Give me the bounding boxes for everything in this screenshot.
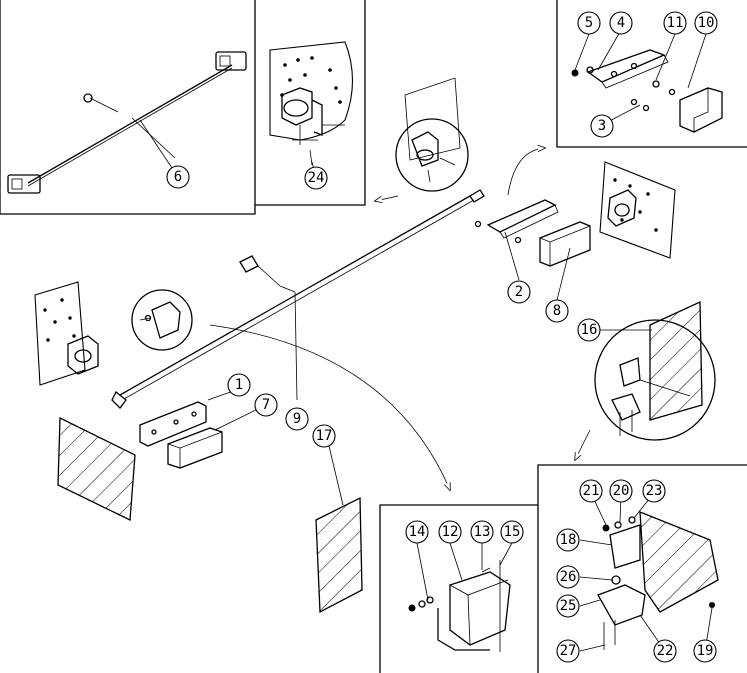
callout-16: 16 [577, 318, 601, 342]
taillight-detail-panel [556, 0, 747, 148]
callout-label: 16 [581, 322, 598, 338]
callout-label: 8 [553, 303, 561, 319]
callout-20: 20 [609, 479, 633, 503]
callout-6: 6 [166, 165, 190, 189]
callout-17: 17 [312, 424, 336, 448]
callout-label: 19 [697, 643, 714, 659]
callout-label: 11 [667, 15, 684, 31]
callout-label: 14 [409, 524, 426, 540]
callout-label: 25 [560, 598, 577, 614]
main-harness [111, 189, 485, 409]
small-magnify-circle [131, 289, 193, 351]
callout-13: 13 [470, 520, 494, 544]
callout-14: 14 [405, 520, 429, 544]
callout-3: 3 [590, 114, 614, 138]
callout-5: 5 [577, 11, 601, 35]
callout-label: 10 [698, 15, 715, 31]
callout-label: 21 [583, 483, 600, 499]
callout-18: 18 [556, 528, 580, 552]
mount-detail-panel [537, 464, 747, 673]
callout-label: 7 [262, 397, 270, 413]
callout-label: 2 [515, 284, 523, 300]
callout-label: 27 [560, 643, 577, 659]
callout-label: 12 [442, 524, 459, 540]
callout-7: 7 [254, 393, 278, 417]
left-mounting-plate [34, 281, 99, 386]
callout-label: 6 [174, 169, 182, 185]
leader-lines [139, 29, 713, 652]
bracket-magnify-circle [395, 77, 469, 192]
callout-26: 26 [556, 565, 580, 589]
callout-21: 21 [579, 479, 603, 503]
callout-23: 23 [642, 479, 666, 503]
callout-24: 24 [304, 166, 328, 190]
callout-label: 1 [235, 377, 243, 393]
left-hatched-reflector [57, 416, 136, 522]
left-bracket-part [139, 401, 207, 447]
callout-label: 24 [308, 170, 325, 186]
callout-2: 2 [507, 280, 531, 304]
callout-19: 19 [693, 639, 717, 663]
callouts: 1 2 3 4 5 6 7 8 9 10 11 12 13 14 15 16 1… [166, 11, 718, 663]
left-taillight-part [167, 427, 223, 469]
harness-detail-panel [0, 0, 366, 215]
callout-15: 15 [500, 520, 524, 544]
right-bracket-part [474, 199, 591, 267]
callout-8: 8 [545, 299, 569, 323]
callout-label: 22 [657, 643, 674, 659]
callout-25: 25 [556, 594, 580, 618]
callout-label: 20 [613, 483, 630, 499]
callout-27: 27 [556, 639, 580, 663]
right-magnify-circle [594, 300, 716, 441]
callout-label: 18 [560, 532, 577, 548]
bracket-detail-panel [269, 41, 354, 166]
callout-9: 9 [285, 407, 309, 431]
callout-label: 23 [646, 483, 663, 499]
flow-arrows [209, 148, 591, 490]
callout-label: 13 [474, 524, 491, 540]
callout-label: 9 [293, 411, 301, 427]
callout-label: 3 [598, 118, 606, 134]
callout-1: 1 [227, 373, 251, 397]
callout-4: 4 [609, 11, 633, 35]
callout-label: 17 [316, 428, 333, 444]
callout-label: 4 [617, 15, 625, 31]
callout-11: 11 [663, 11, 687, 35]
right-mounting-plate [599, 161, 676, 259]
center-hatched-reflector [315, 496, 363, 614]
callout-22: 22 [653, 639, 677, 663]
callout-label: 5 [585, 15, 593, 31]
callout-label: 26 [560, 569, 577, 585]
callout-label: 15 [504, 524, 521, 540]
callout-12: 12 [438, 520, 462, 544]
callout-10: 10 [694, 11, 718, 35]
mirror-detail-panel [379, 504, 538, 673]
